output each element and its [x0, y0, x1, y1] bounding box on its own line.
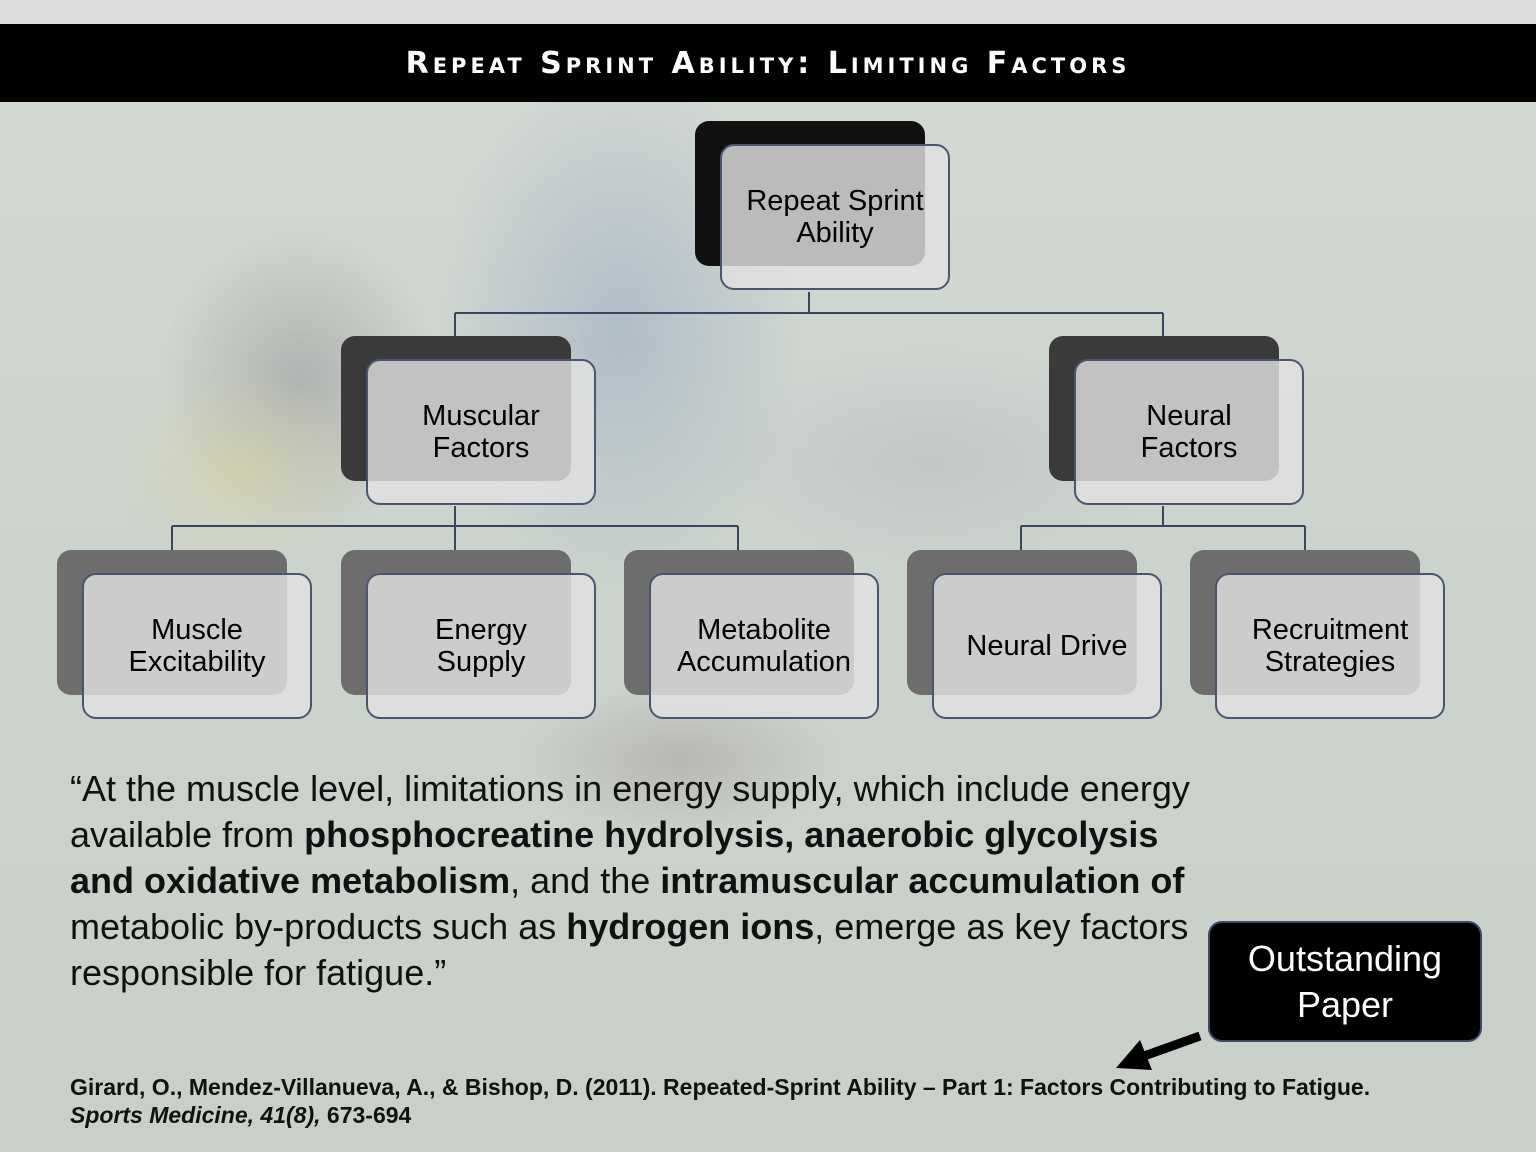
node-label: Muscle Excitability [82, 573, 312, 719]
quote-segment: , emerge as key factors responsible for … [70, 906, 1189, 993]
citation: Girard, O., Mendez-Villanueva, A., & Bis… [70, 1073, 1510, 1129]
node-label: Repeat Sprint Ability [720, 144, 950, 290]
citation-source: Sports Medicine, 41(8), 673-694 [70, 1101, 1510, 1129]
quote-segment-bold: phosphocreatine hydrolysis, anaerobic gl… [70, 814, 1159, 901]
outstanding-paper-badge: Outstanding Paper [1208, 921, 1482, 1042]
node-label: Metabolite Accumulation [649, 573, 879, 719]
citation-authors-title: Girard, O., Mendez-Villanueva, A., & Bis… [70, 1074, 1371, 1100]
node-label: Energy Supply [366, 573, 596, 719]
citation-pages: 673-694 [320, 1102, 412, 1128]
node-label: Recruitment Strategies [1215, 573, 1445, 719]
quote-segment-bold: hydrogen ions [566, 906, 815, 947]
arrow-left-down-icon [1116, 1031, 1202, 1070]
node-label: Neural Drive [932, 573, 1162, 719]
title-bar: Repeat Sprint Ability: Limiting Factors [0, 24, 1536, 102]
slide-title: Repeat Sprint Ability: Limiting Factors [405, 45, 1131, 81]
node-label: Muscular Factors [366, 359, 596, 505]
quote-segment-bold: intramuscular accumulation of [660, 860, 1185, 901]
node-label: Neural Factors [1074, 359, 1304, 505]
top-strip [0, 0, 1536, 24]
quote-segment: , and the [510, 860, 661, 901]
quote-segment: “At the muscle level, limitations in ene… [70, 768, 1190, 855]
quote-text: “At the muscle level, limitations in ene… [70, 766, 1200, 996]
quote-segment: metabolic by-products such as [70, 906, 567, 947]
citation-journal: Sports Medicine, 41(8), [70, 1102, 321, 1128]
